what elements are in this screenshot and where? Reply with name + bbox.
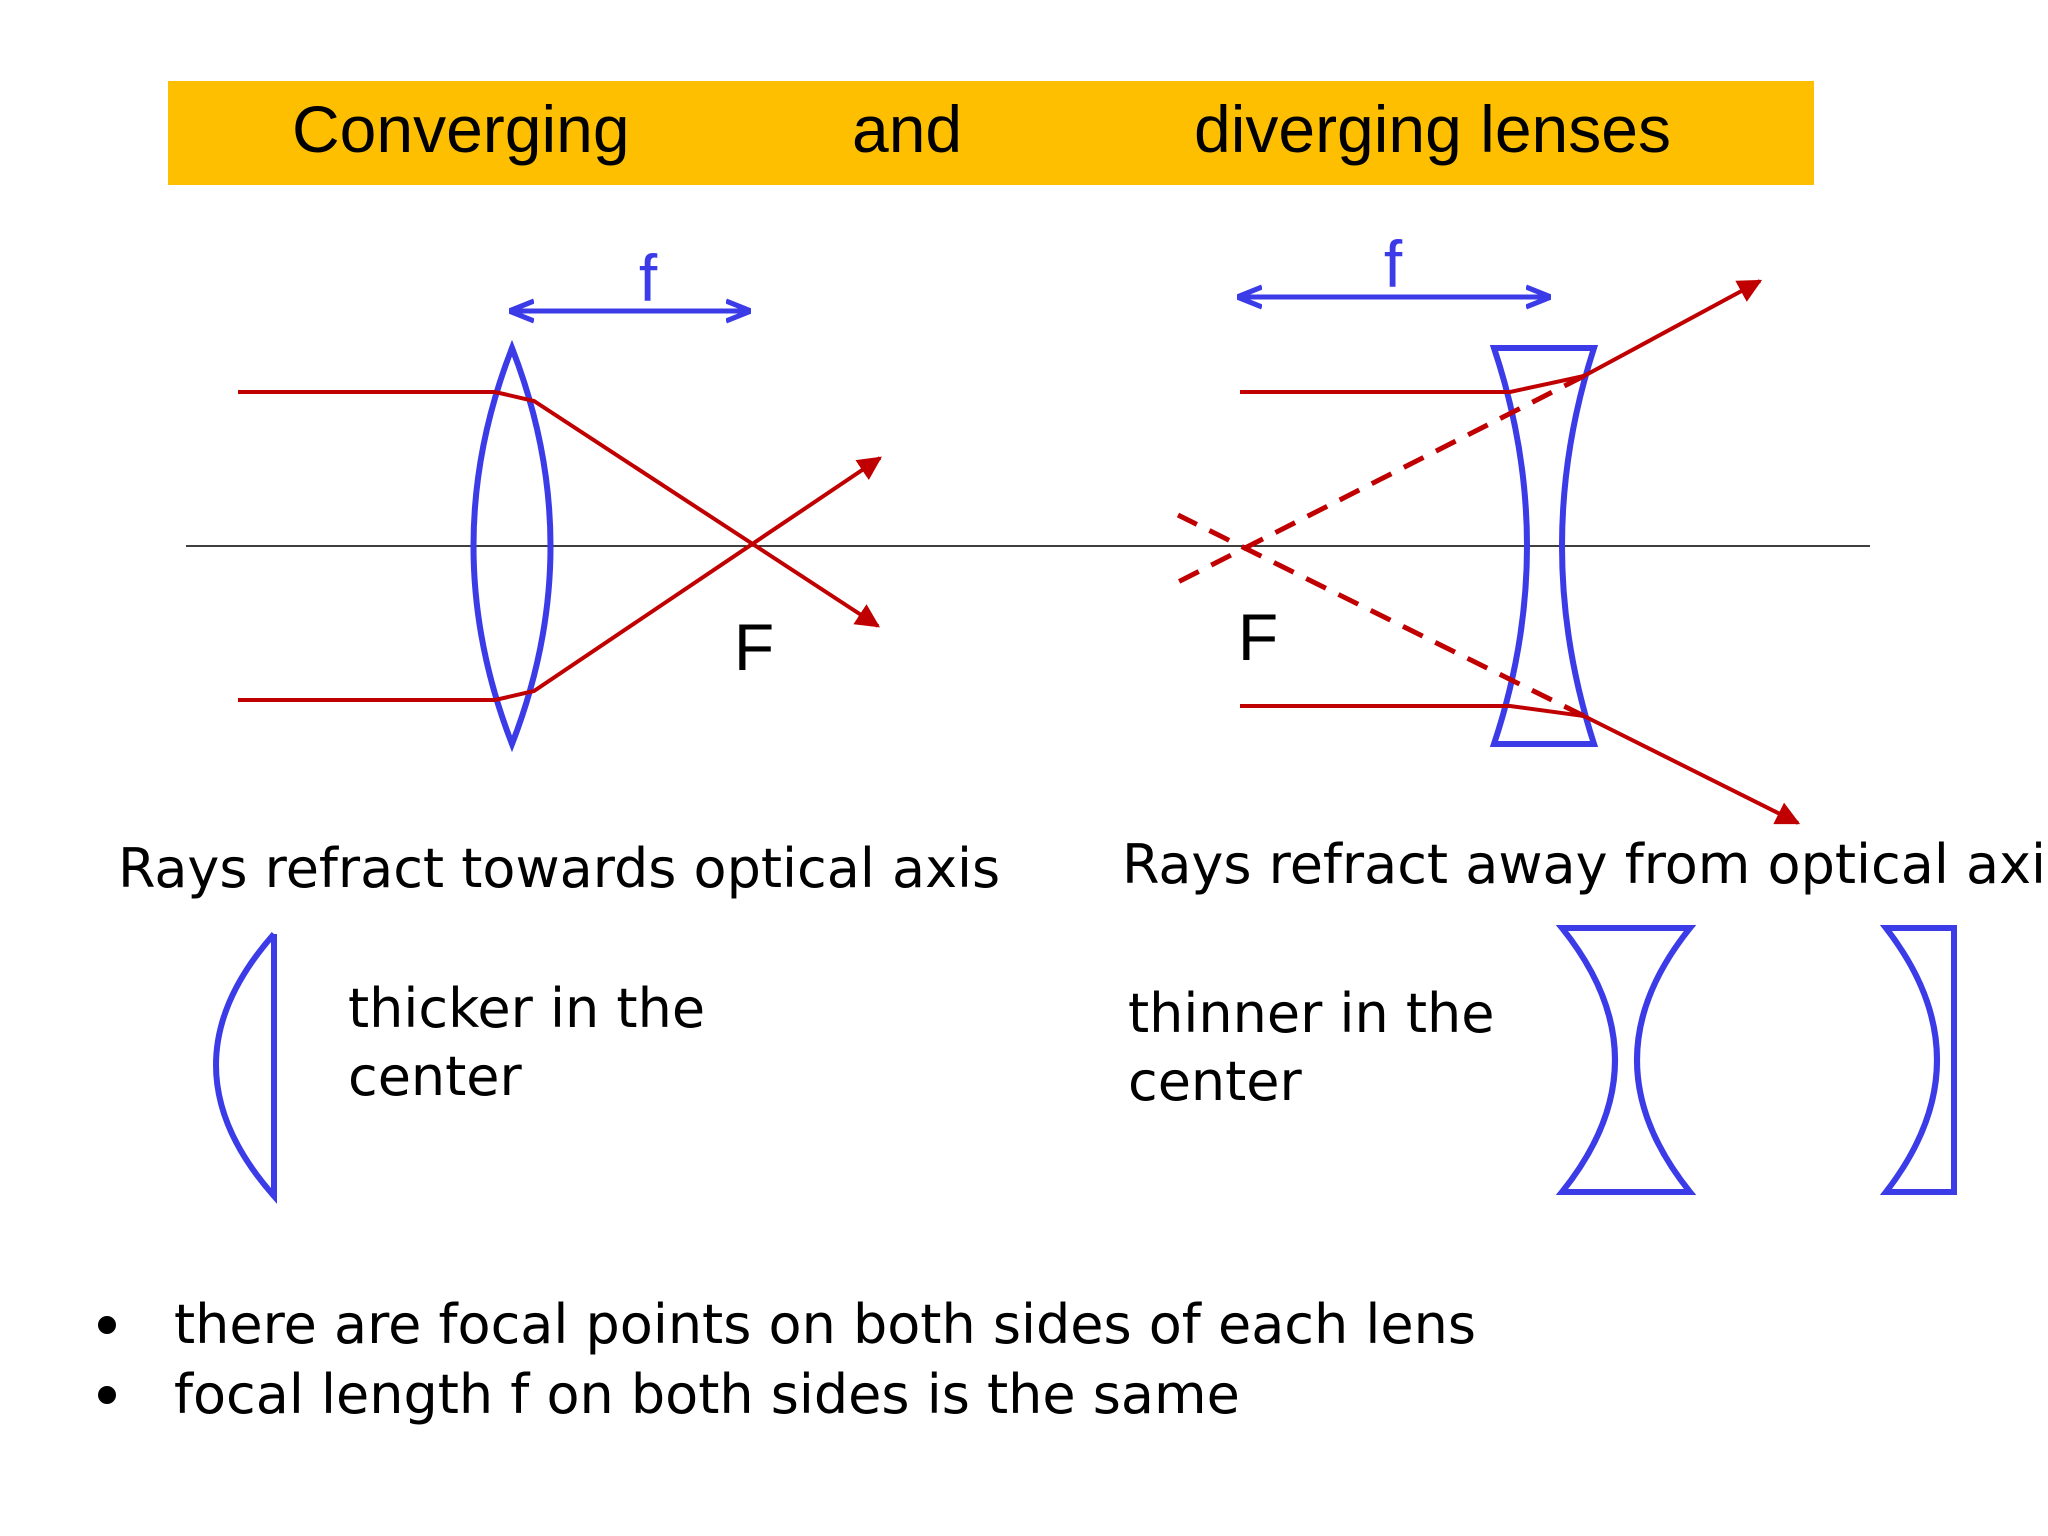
bullet-text: there are focal points on both sides of … (174, 1293, 1476, 1356)
bullet-icon (98, 1316, 116, 1334)
diverging-focal-point-label: F (1238, 600, 1278, 674)
list-item: focal length f on both sides is the same (90, 1360, 1476, 1430)
diverging-description: thinner in the center (1128, 980, 1494, 1115)
bullet-icon (98, 1386, 116, 1404)
bullet-list: there are focal points on both sides of … (90, 1290, 1476, 1430)
virtual-ray-bottom (1176, 512, 1586, 719)
converging-focal-point-label: F (734, 610, 774, 684)
converging-description-line1: thicker in the (348, 977, 706, 1040)
list-item: there are focal points on both sides of … (90, 1290, 1476, 1360)
diverging-lens (1489, 345, 1599, 747)
plano-concave-lens (1879, 925, 1957, 1195)
biconcave-lens (1555, 925, 1697, 1195)
diverging-caption: Rays refract away from optical axis (1122, 833, 2048, 896)
diverging-ray-bottom (1240, 704, 1801, 825)
plano-convex-lens (213, 932, 277, 1204)
title-diverging-lenses: diverging lenses (1194, 92, 1671, 166)
diverging-f-label: f (1384, 227, 1403, 301)
title-converging: Converging (292, 92, 630, 166)
title-and: and (852, 92, 963, 166)
converging-f-label: f (639, 241, 658, 315)
converging-lens (470, 339, 554, 753)
converging-ray-top (238, 390, 881, 628)
converging-description-line2: center (348, 1044, 522, 1108)
bullet-text: focal length f on both sides is the same (174, 1363, 1240, 1426)
converging-ray-bottom (238, 456, 882, 702)
converging-caption: Rays refract towards optical axis (118, 837, 1001, 900)
converging-description: thicker in the center (348, 975, 705, 1110)
diverging-description-line1: thinner in the (1128, 982, 1495, 1045)
diverging-description-line2: center (1128, 1049, 1302, 1113)
title-banner (168, 81, 1814, 185)
diverging-ray-top (1240, 279, 1763, 394)
